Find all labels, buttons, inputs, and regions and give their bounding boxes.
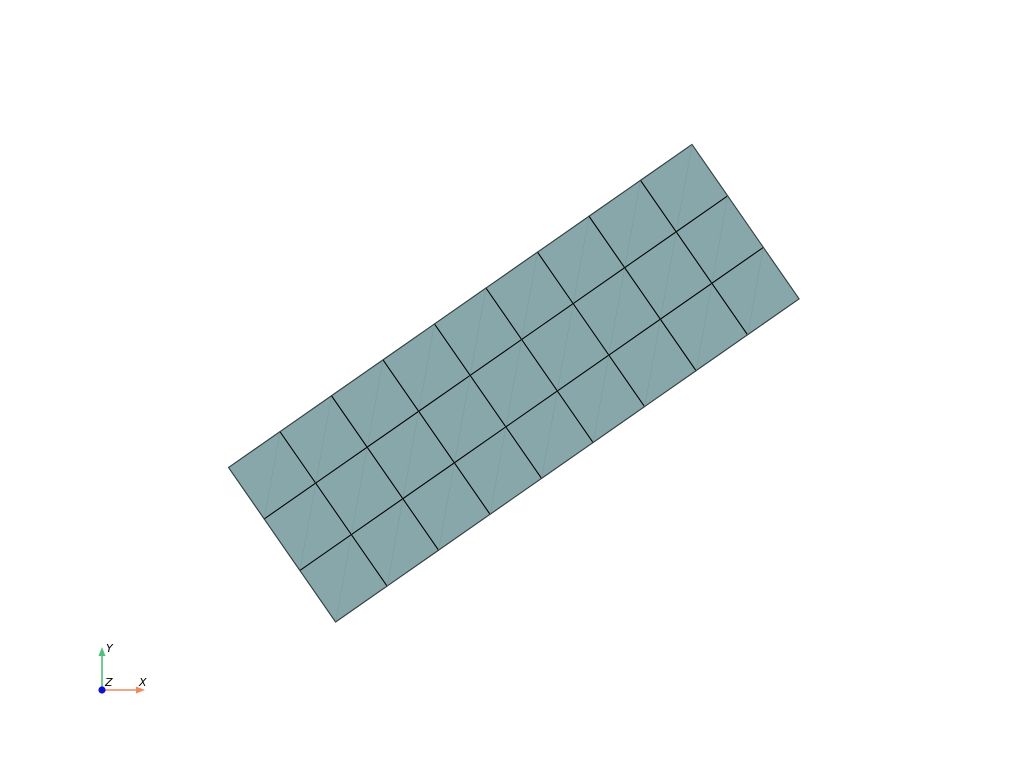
mesh-cell-diagonal xyxy=(644,319,661,407)
mesh-cell-diagonal xyxy=(541,390,558,479)
mesh-cell-diagonal xyxy=(592,355,610,443)
x-axis-label: X xyxy=(138,676,147,689)
mesh-cell-diagonal xyxy=(386,498,404,587)
mesh-cell-diagonal xyxy=(505,339,523,427)
mesh-cell-diagonal xyxy=(299,483,317,571)
orientation-axes-widget: Y X Z xyxy=(98,642,147,694)
y-axis-label: Y xyxy=(106,642,114,655)
mesh-cell-diagonal xyxy=(263,431,281,520)
x-axis-arrowhead xyxy=(136,686,145,694)
mesh-cell-diagonal xyxy=(557,303,574,392)
mesh-cell-diagonal xyxy=(660,231,677,320)
mesh-cell-diagonal xyxy=(624,180,641,268)
mesh-cell-diagonal xyxy=(402,411,420,499)
mesh-cell-diagonal xyxy=(675,144,693,232)
y-axis-arrowhead xyxy=(98,647,106,656)
mesh-cell-diagonal xyxy=(747,247,764,335)
quad-mesh-surface[interactable] xyxy=(227,143,800,623)
mesh-cell-diagonal xyxy=(608,267,626,356)
mesh-cell-diagonal xyxy=(351,447,368,535)
mesh-cell-diagonal xyxy=(335,534,352,623)
mesh-cell-diagonal xyxy=(711,195,729,284)
mesh-outline xyxy=(227,143,800,623)
mesh-cell-diagonal xyxy=(315,395,332,484)
mesh-cell-diagonal xyxy=(438,462,455,551)
mesh-cell-diagonal xyxy=(695,283,713,371)
mesh-cell-diagonal xyxy=(521,252,538,340)
mesh-cell-diagonal xyxy=(418,323,435,412)
mesh-cell-diagonal xyxy=(366,359,384,448)
mesh-cell-diagonal xyxy=(572,216,590,304)
mesh-cell-diagonal xyxy=(454,375,471,463)
z-axis-dot xyxy=(98,686,106,694)
mesh-cell-diagonal xyxy=(469,287,487,376)
mesh-cell-diagonal xyxy=(489,426,507,515)
z-axis-label: Z xyxy=(104,676,113,689)
